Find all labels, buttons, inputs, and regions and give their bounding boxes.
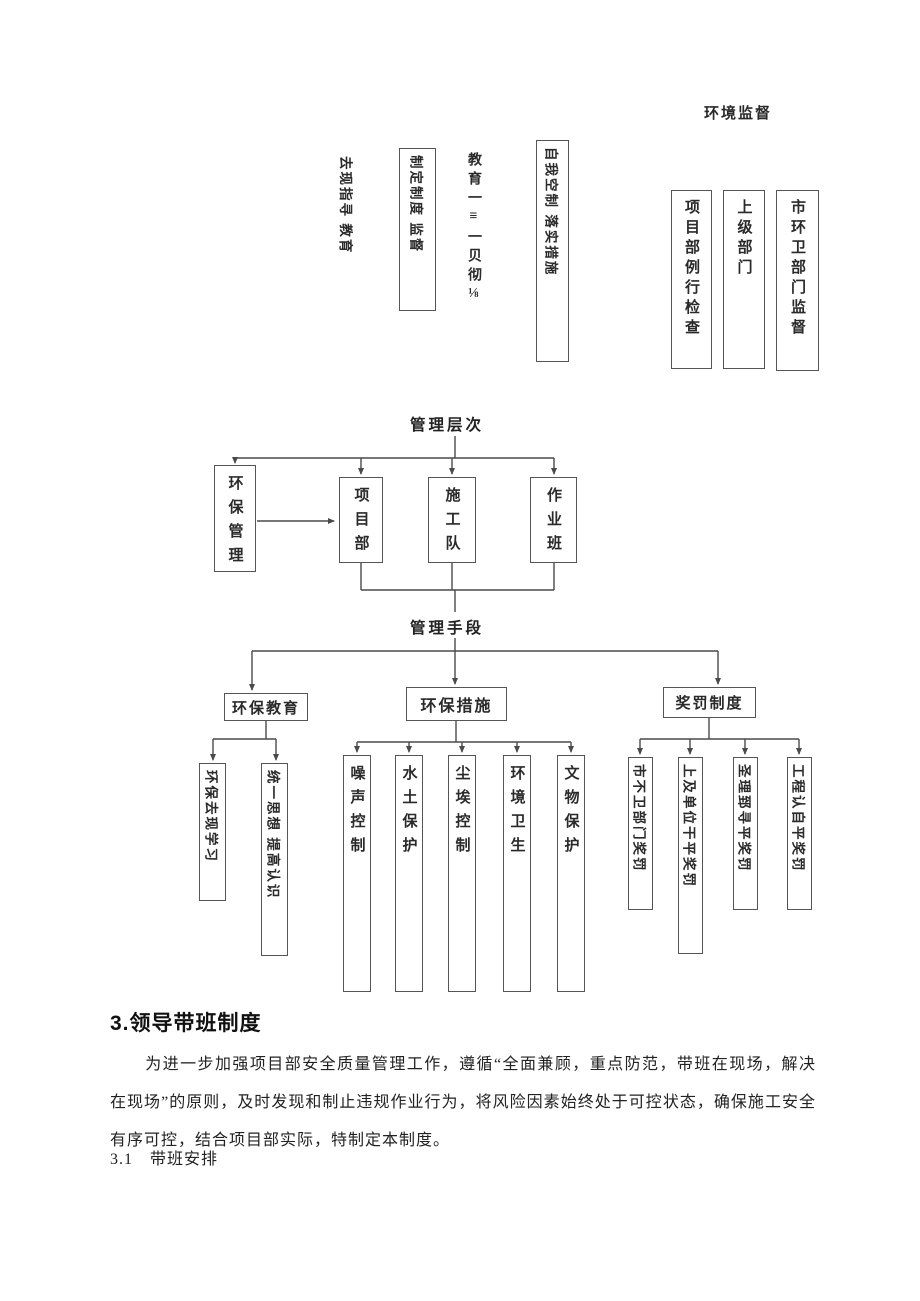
box-env-education-text: 环保教育 bbox=[231, 700, 300, 717]
box-noise-control: 噪声控制 bbox=[343, 755, 371, 992]
box-cultural-relic-protection-text: 文物保护 bbox=[562, 765, 579, 861]
box-env-onsite-study-text: 环保去现学习 bbox=[203, 770, 219, 863]
box-rules-supervision: 制定制度 监督 bbox=[399, 148, 436, 311]
box-env-measures: 环保措施 bbox=[406, 687, 507, 721]
box-dust-control-text: 尘埃控制 bbox=[453, 765, 470, 861]
note-education-implement-text: 教育一≡一贝彻⅛ bbox=[466, 152, 481, 306]
box-cultural-relic-protection: 文物保护 bbox=[557, 755, 585, 992]
box-superior-dept-text: 上级部门 bbox=[735, 199, 752, 279]
methods-title: 管理手段 bbox=[410, 620, 485, 637]
box-soil-water-protection: 水土保护 bbox=[395, 755, 423, 992]
section-paragraph: 为进一步加强项目部安全质量管理工作，遵循“全面兼顾，重点防范，带班在现场，解决在… bbox=[110, 1056, 816, 1149]
box-reward-punishment: 奖罚制度 bbox=[663, 687, 756, 718]
env-supervision-label: 环境监督 bbox=[704, 106, 773, 122]
box-self-control-measures-text: 自我空制 落实措施 bbox=[543, 147, 559, 277]
box-project-dept-inspection-text: 项目部例行检查 bbox=[683, 199, 699, 339]
box-construction-team: 施工队 bbox=[428, 477, 476, 563]
levels-title: 管理层次 bbox=[410, 417, 485, 434]
box-city-sanitation-supervision: 市环卫部门监督 bbox=[776, 190, 819, 371]
box-rules-supervision-text: 制定制度 监督 bbox=[408, 155, 424, 254]
box-project-team-reward-text: 工程认自平奖罚 bbox=[790, 764, 806, 873]
box-dust-control: 尘埃控制 bbox=[448, 755, 476, 992]
box-unify-thinking: 统一思想 提高认识 bbox=[261, 763, 288, 956]
box-project-dept-text: 项目部 bbox=[352, 487, 369, 559]
box-env-sanitation-text: 环境卫生 bbox=[508, 765, 525, 861]
note-onsite-guidance-text: 去现指寻 教育 bbox=[338, 156, 353, 255]
box-construction-team-text: 施工队 bbox=[443, 487, 460, 559]
box-env-onsite-study: 环保去现学习 bbox=[199, 763, 226, 901]
box-self-control-measures: 自我空制 落实措施 bbox=[536, 140, 569, 362]
box-soil-water-protection-text: 水土保护 bbox=[400, 765, 417, 861]
box-env-management: 环保管理 bbox=[214, 465, 256, 572]
box-superior-unit-reward: 上及单位干平奖罚 bbox=[678, 757, 703, 954]
box-city-sanitation-supervision-text: 市环卫部门监督 bbox=[789, 199, 805, 339]
box-work-class: 作业班 bbox=[530, 477, 577, 563]
box-env-measures-text: 环保措施 bbox=[420, 698, 493, 715]
subsection-heading: 3.1 带班安排 bbox=[110, 1151, 219, 1168]
box-work-class-text: 作业班 bbox=[545, 487, 561, 559]
box-project-dept-inspection: 项目部例行检查 bbox=[671, 190, 712, 369]
box-supervisor-reward-text: 圣理郅寻平奖罚 bbox=[736, 764, 752, 873]
box-project-dept: 项目部 bbox=[339, 477, 383, 563]
box-env-sanitation: 环境卫生 bbox=[503, 755, 531, 992]
box-unify-thinking-text: 统一思想 提高认识 bbox=[265, 770, 281, 900]
box-city-dept-reward-text: 市不卫部门奖罚 bbox=[631, 764, 647, 873]
note-education-implement: 教育一≡一贝彻⅛ bbox=[463, 148, 495, 340]
section-heading: 3.领导带班制度 bbox=[110, 1012, 262, 1035]
box-project-team-reward: 工程认自平奖罚 bbox=[787, 757, 812, 910]
box-env-management-text: 环保管理 bbox=[226, 475, 243, 571]
box-env-education: 环保教育 bbox=[224, 693, 308, 721]
box-reward-punishment-text: 奖罚制度 bbox=[675, 696, 744, 712]
box-superior-unit-reward-text: 上及单位干平奖罚 bbox=[681, 764, 697, 888]
note-onsite-guidance: 去现指寻 教育 bbox=[337, 150, 357, 300]
box-noise-control-text: 噪声控制 bbox=[348, 765, 365, 861]
box-superior-dept: 上级部门 bbox=[723, 190, 765, 369]
box-city-dept-reward: 市不卫部门奖罚 bbox=[628, 757, 653, 910]
box-supervisor-reward: 圣理郅寻平奖罚 bbox=[733, 757, 758, 910]
